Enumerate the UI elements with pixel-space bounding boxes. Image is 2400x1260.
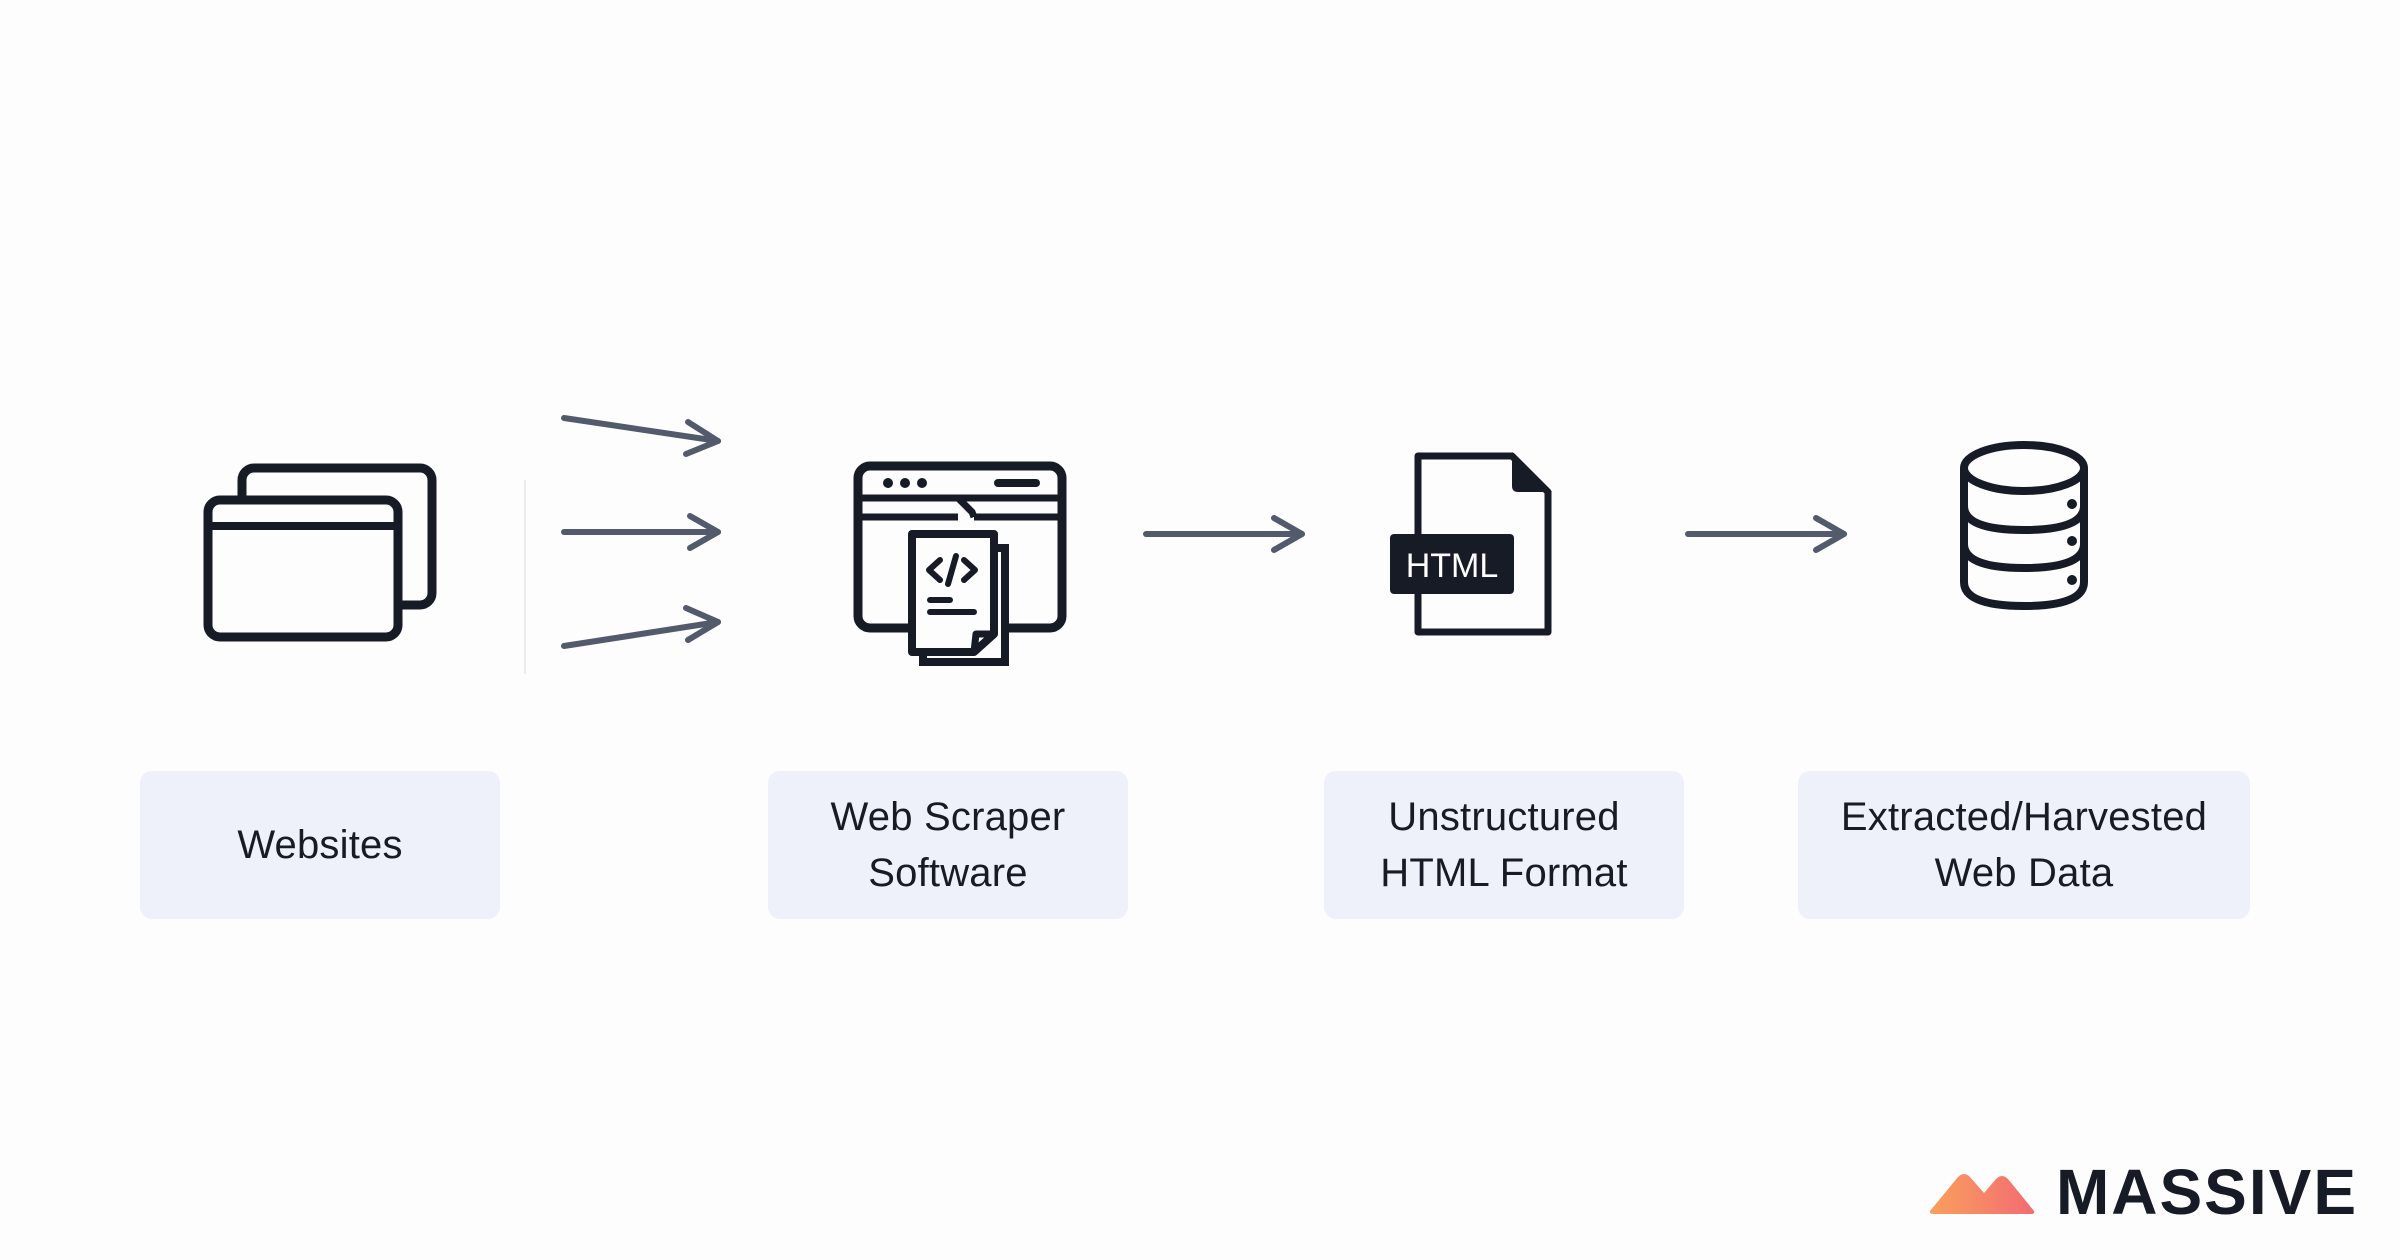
arrow-scraper-to-html [1143, 515, 1305, 553]
database-icon [1960, 441, 2088, 611]
browser-windows-icon [203, 463, 437, 642]
node-label-unstructured-html-format: Unstructured HTML Format [1380, 795, 1628, 895]
arrow-websites-to-scraper-middle [561, 513, 721, 551]
html-file-icon: HTML [1390, 452, 1552, 636]
web-scraper-icon [853, 461, 1067, 666]
label-box-extracted-web-data: Extracted/Harvested Web Data [1798, 771, 2250, 919]
brand-name: MASSIVE [2055, 1156, 2358, 1228]
label-box-unstructured-html-format: Unstructured HTML Format [1324, 771, 1684, 919]
label-box-web-scraper-software: Web Scraper Software [768, 771, 1128, 919]
node-label-websites: Websites [237, 823, 403, 867]
separator-line [524, 480, 526, 674]
arrow-websites-to-scraper-top [561, 415, 721, 457]
brand-logo: MASSIVE [1928, 1160, 2358, 1224]
node-label-extracted-web-data: Extracted/Harvested Web Data [1840, 795, 2208, 895]
arrow-websites-to-scraper-bottom [561, 605, 721, 649]
html-badge-text: HTML [1406, 547, 1499, 585]
label-box-websites: Websites [140, 771, 500, 919]
node-label-web-scraper-software: Web Scraper Software [830, 795, 1066, 895]
arrow-html-to-database [1685, 515, 1847, 553]
mountain-logo-icon [1929, 1174, 2035, 1214]
